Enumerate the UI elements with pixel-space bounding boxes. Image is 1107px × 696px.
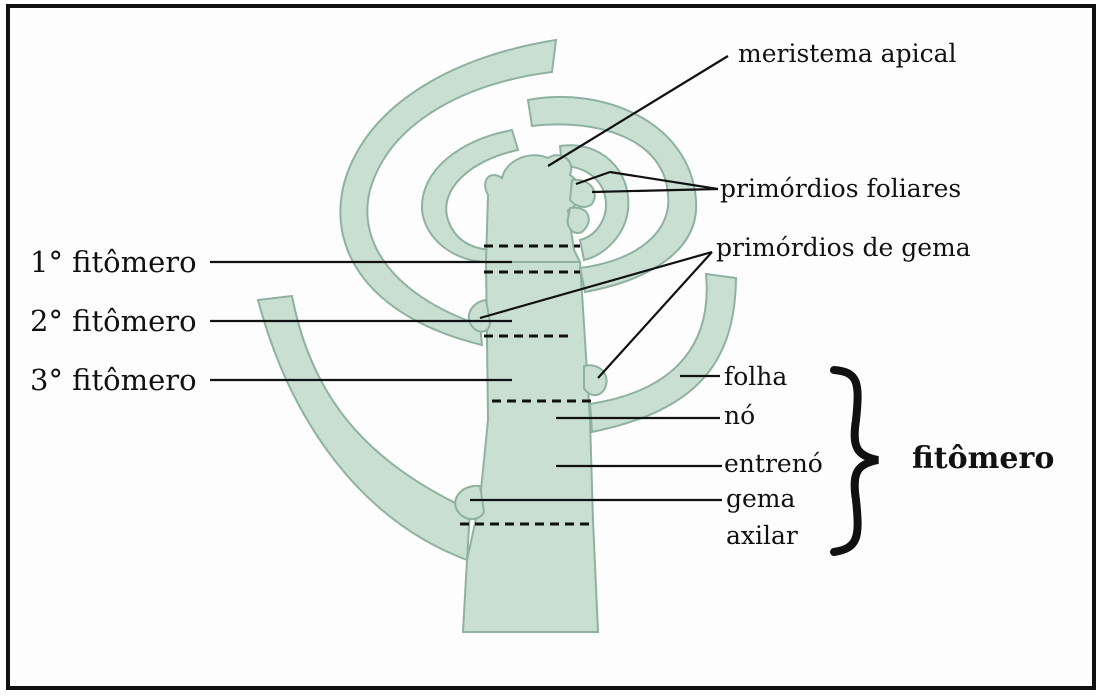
label-entreno: entrenó: [724, 449, 823, 478]
label-axilar: axilar: [726, 521, 798, 550]
lower-right-leaf: [590, 274, 736, 432]
fitomero-brace: [834, 370, 878, 552]
label-fitomero: fitômero: [912, 441, 1054, 476]
plant-body: [258, 40, 736, 632]
label-primordios-de-gema: primórdios de gema: [716, 233, 971, 262]
label-no: nó: [724, 401, 755, 430]
leaf-primordium-lower: [568, 208, 589, 233]
label-gema: gema: [726, 484, 796, 513]
axillary-bud: [455, 486, 484, 519]
label-fitomero-1: 1° fitômero: [30, 245, 197, 279]
label-fitomero-3: 3° fitômero: [30, 363, 197, 397]
label-meristema-apical: meristema apical: [738, 39, 956, 68]
label-folha: folha: [724, 362, 787, 391]
bud-primordium-lower: [584, 365, 607, 395]
label-primordios-foliares: primórdios foliares: [720, 174, 961, 203]
label-fitomero-2: 2° fitômero: [30, 304, 197, 338]
lower-left-leaf: [258, 296, 470, 560]
leaf-primordium-right: [570, 180, 595, 207]
